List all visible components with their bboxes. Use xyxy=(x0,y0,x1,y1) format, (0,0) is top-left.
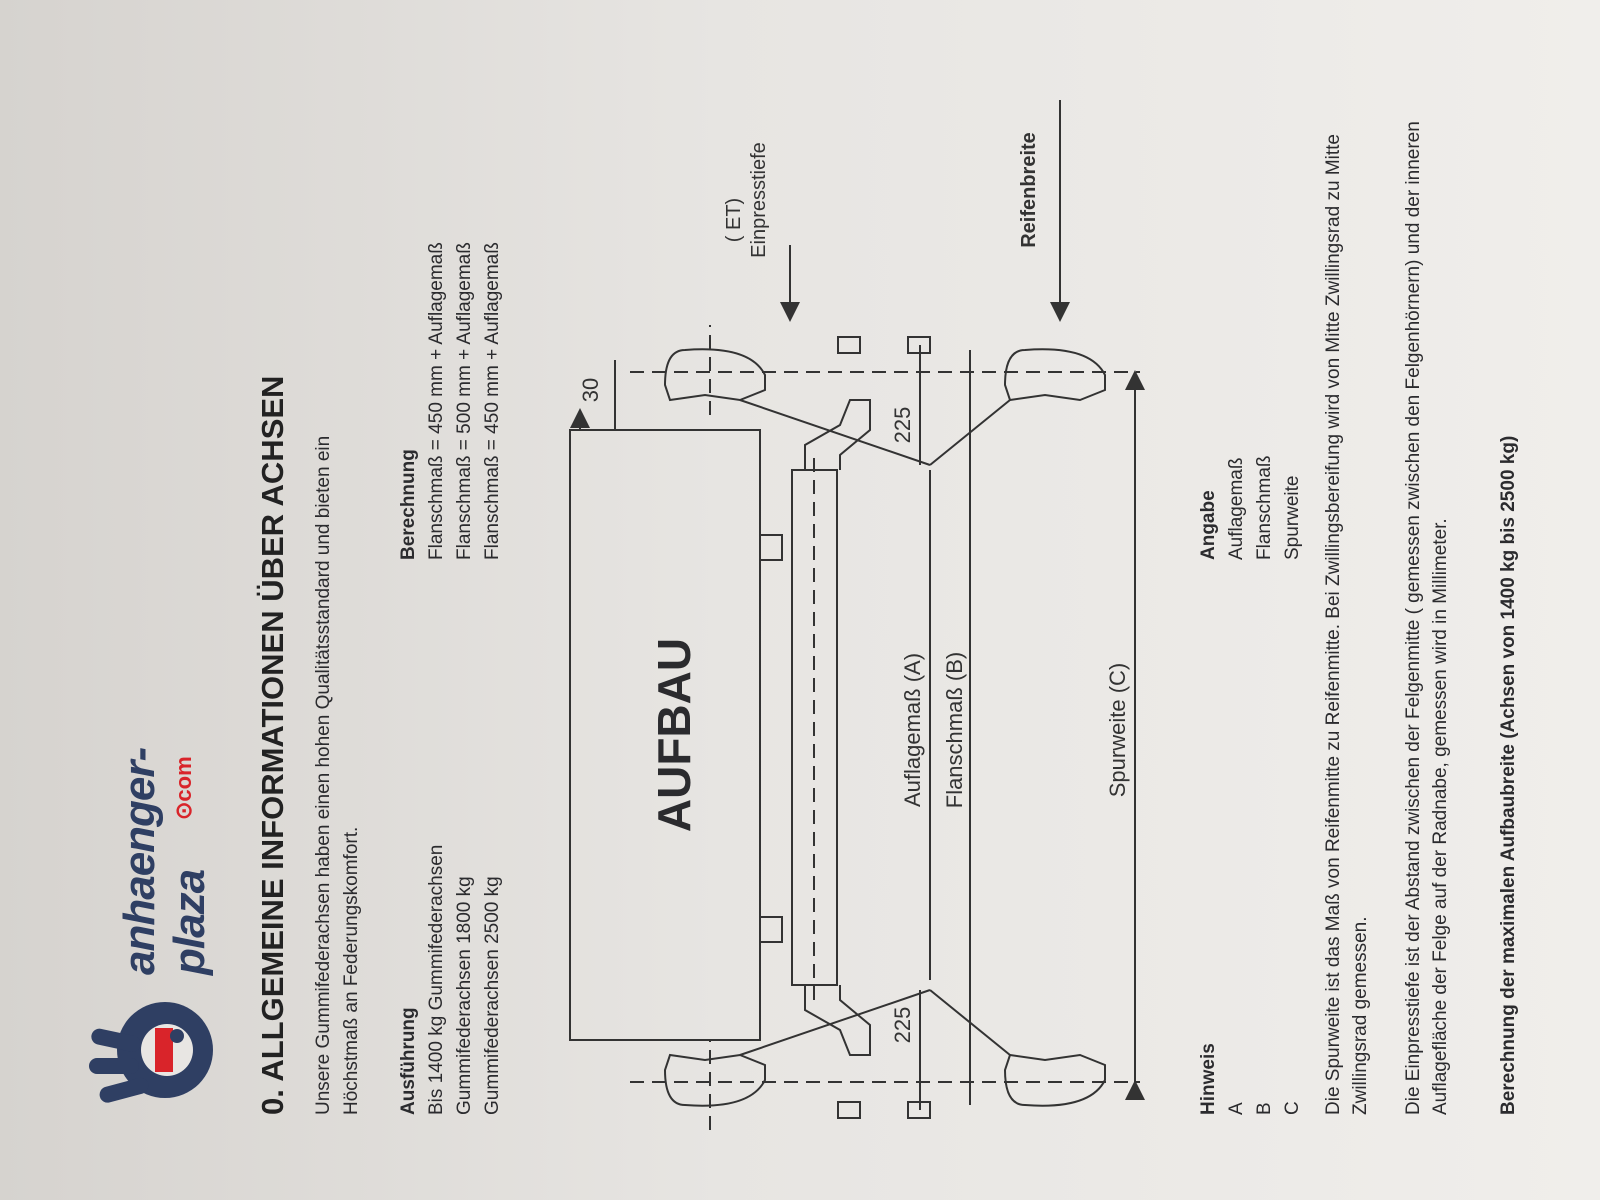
hinweis-header: Hinweis xyxy=(1198,1043,1219,1115)
aufbau-box xyxy=(569,429,761,1041)
wheel-top-right xyxy=(663,348,766,402)
einpresstiefe-paragraph: Die Einpresstiefe ist der Abstand zwisch… xyxy=(1403,121,1451,1115)
spurweite-label: Spurweite (C) xyxy=(1105,663,1130,797)
et-label: ( ET) xyxy=(723,198,745,242)
angabe-row: Auflagemaß xyxy=(1226,457,1247,560)
einpresstiefe-label: Einpresstiefe xyxy=(748,142,770,258)
spurweite-paragraph: Die Spurweite ist das Maß von Reifenmitt… xyxy=(1323,134,1371,1115)
bolt-icon xyxy=(837,1101,861,1119)
wheel-bottom-left xyxy=(1003,1053,1106,1107)
hinweis-row: B xyxy=(1254,1102,1275,1115)
reifenbreite-label: Reifenbreite xyxy=(1018,132,1040,248)
hinweis-table: Hinweis A B C xyxy=(1195,1043,1307,1115)
bolt-icon xyxy=(907,1101,931,1119)
brand-logo: anhaenger-plaza ⊙com xyxy=(85,700,225,1120)
swing-arm-left xyxy=(804,985,871,1056)
dim-30-label: 30 xyxy=(578,378,603,402)
angabe-table: Angabe Auflagemaß Flanschmaß Spurweite xyxy=(1195,455,1307,560)
aufbaubreite-heading: Berechnung der maximalen Aufbaubreite (A… xyxy=(1498,435,1519,1115)
angabe-header: Angabe xyxy=(1198,490,1219,560)
support-left xyxy=(759,916,783,943)
bolt-icon xyxy=(837,336,861,354)
bolt-icon xyxy=(907,336,931,354)
wheel-top-left xyxy=(663,1053,766,1107)
document-sheet: anhaenger-plaza ⊙com 0. ALLGEMEINE INFOR… xyxy=(50,50,1550,1150)
support-right xyxy=(759,534,783,561)
brand-hand-icon xyxy=(89,1002,213,1103)
auflagemass-label: Auflagemaß (A) xyxy=(900,653,925,807)
flanschmass-label: Flanschmaß (B) xyxy=(942,652,967,808)
axle-diagram: AUFBAU 30 Auflagema xyxy=(569,100,1145,1130)
wheel-bottom-right xyxy=(1003,348,1106,402)
angabe-row: Spurweite xyxy=(1282,475,1303,561)
aufbau-label: AUFBAU xyxy=(648,638,700,832)
dim-225-left-label: 225 xyxy=(890,1007,915,1044)
angabe-row: Flanschmaß xyxy=(1254,455,1275,560)
swing-arm-right xyxy=(804,399,871,470)
dim-225-right-label: 225 xyxy=(890,407,915,444)
hinweis-row: C xyxy=(1282,1101,1303,1115)
hinweis-row: A xyxy=(1226,1102,1247,1115)
